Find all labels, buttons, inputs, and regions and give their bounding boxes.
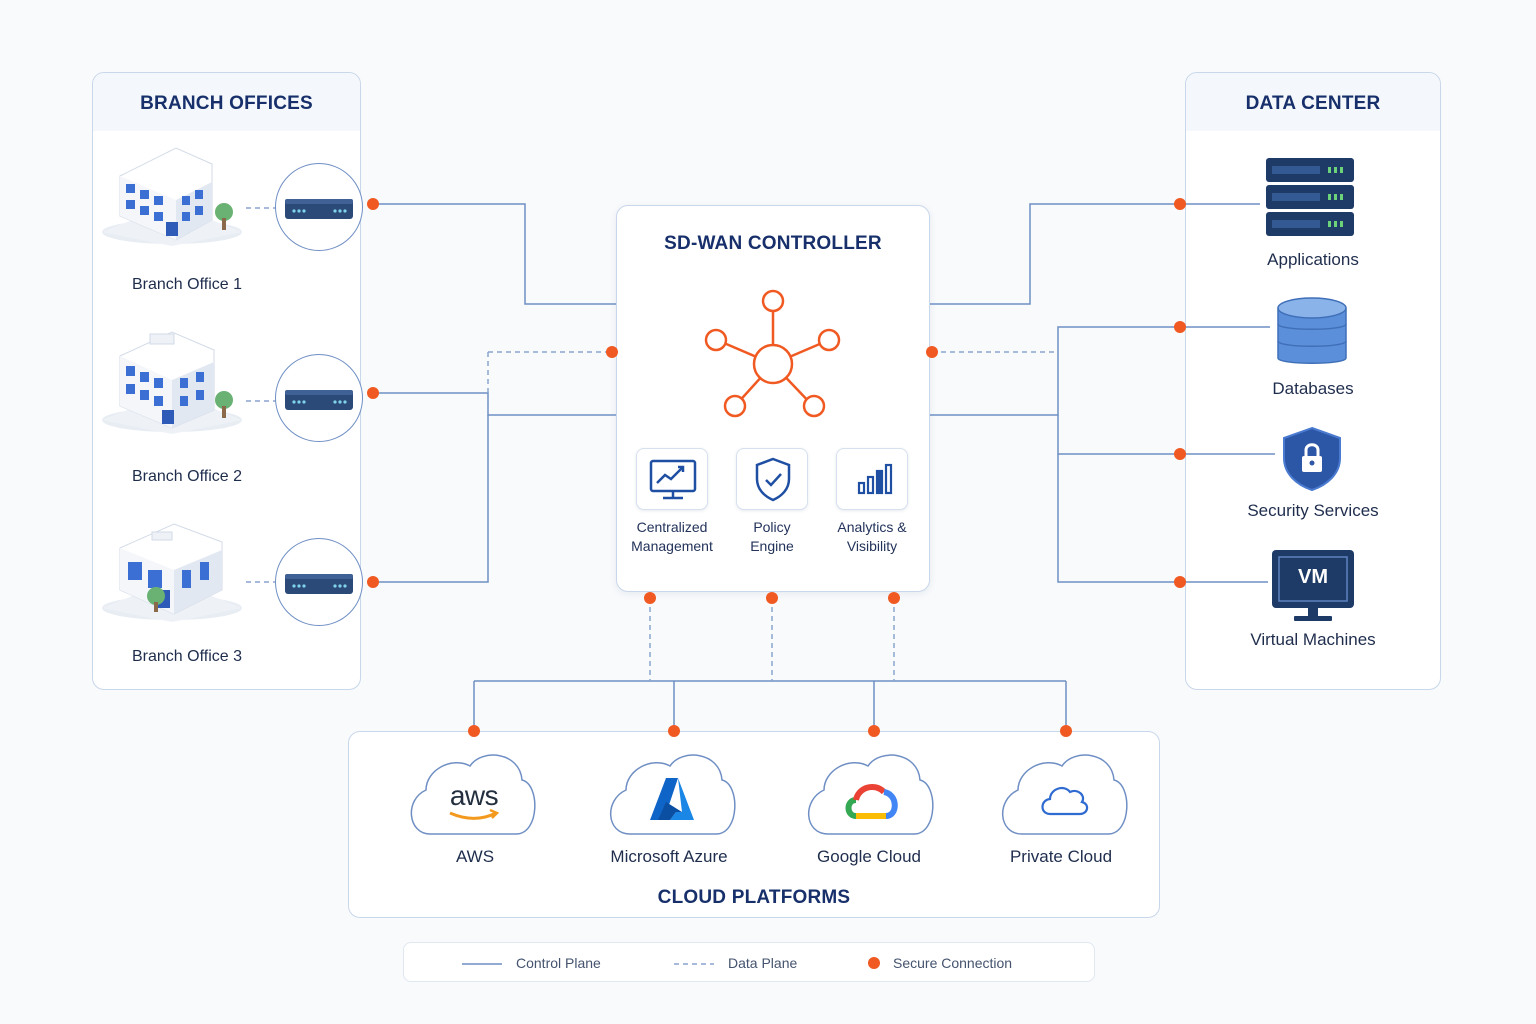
secure-dot xyxy=(1174,321,1186,333)
branch-panel-title: BRANCH OFFICES xyxy=(140,93,313,114)
secure-dot xyxy=(766,592,778,604)
monitor-chart-icon xyxy=(649,459,697,500)
legend-solid-line-icon xyxy=(462,963,502,965)
aws-logo-text: aws xyxy=(449,780,499,811)
google-cloud-logo-icon xyxy=(845,783,898,819)
cloud-outline-aws xyxy=(410,754,536,835)
control-line-branch-3 xyxy=(373,415,489,583)
secure-dot xyxy=(668,725,680,737)
controller-title: SD-WAN CONTROLLER xyxy=(664,233,882,254)
data-line-branch-to-controller xyxy=(487,351,612,415)
control-line-vm xyxy=(1057,454,1268,583)
secure-dot xyxy=(1174,576,1186,588)
security-lock-icon xyxy=(1283,426,1341,492)
datacenter-panel-header xyxy=(1186,73,1440,131)
secure-dot xyxy=(367,576,379,588)
secure-dot xyxy=(868,725,880,737)
dc-item-label: Applications xyxy=(1267,250,1359,269)
router-icon xyxy=(285,199,353,219)
private-cloud-icon xyxy=(1041,786,1089,816)
vm-text: VM xyxy=(1298,566,1328,588)
azure-logo-icon xyxy=(650,778,694,820)
feature-policy-engine xyxy=(736,448,808,510)
secure-dot xyxy=(1174,448,1186,460)
cloud-platform-label: AWS xyxy=(455,847,495,866)
server-stack-icon xyxy=(1266,158,1354,236)
secure-dot xyxy=(926,346,938,358)
sdwan-controller-panel: SD-WAN CONTROLLER xyxy=(616,205,930,592)
dc-item-label: Virtual Machines xyxy=(1250,630,1376,649)
router-icon xyxy=(285,574,353,594)
network-hub-icon xyxy=(704,289,841,418)
database-icon xyxy=(1277,297,1347,364)
control-line-branch-2 xyxy=(373,392,616,416)
secure-dot xyxy=(644,592,656,604)
cloud-outline-google xyxy=(808,754,934,835)
router-circle xyxy=(275,163,363,251)
control-line-databases xyxy=(930,326,1270,416)
branch-office-label: Branch Office 3 xyxy=(132,648,242,665)
legend-secure-dot-icon xyxy=(868,957,880,969)
router-icon xyxy=(285,390,353,410)
branch-office-label: Branch Office 1 xyxy=(132,276,242,293)
cloud-panel-title: CLOUD PLATFORMS xyxy=(657,887,851,908)
dc-item-label: Databases xyxy=(1272,379,1354,398)
secure-dot xyxy=(468,725,480,737)
control-line-branch-1 xyxy=(373,203,616,305)
cloud-platform-label: Private Cloud xyxy=(1009,847,1113,866)
dc-item-label: Security Services xyxy=(1247,501,1379,520)
cloud-platform-label: Microsoft Azure xyxy=(610,847,728,866)
vm-monitor-icon: VM xyxy=(1270,548,1356,624)
shield-check-icon xyxy=(755,457,791,502)
secure-dot xyxy=(1174,198,1186,210)
building-icon xyxy=(102,331,242,434)
legend-secure-connection: Secure Connection xyxy=(893,955,1013,971)
legend-control-plane: Control Plane xyxy=(516,955,601,971)
cloud-platform-label: Google Cloud xyxy=(817,847,921,866)
cloud-outline-azure xyxy=(610,754,736,835)
router-circle xyxy=(275,538,363,626)
legend-dashed-line-icon xyxy=(674,963,714,965)
secure-dot xyxy=(606,346,618,358)
secure-dot xyxy=(367,387,379,399)
branch-panel-header xyxy=(93,73,360,131)
datacenter-panel-title: DATA CENTER xyxy=(1245,93,1381,114)
feature-analytics-visibility xyxy=(836,448,908,510)
bar-chart-icon xyxy=(857,463,893,495)
building-icon xyxy=(102,523,242,622)
feature-centralized-management xyxy=(636,448,708,510)
aws-logo-icon: aws xyxy=(436,780,512,824)
legend: Control Plane Data Plane Secure Connecti… xyxy=(403,942,1095,982)
legend-data-plane: Data Plane xyxy=(728,955,798,971)
router-circle xyxy=(275,354,363,442)
secure-dot xyxy=(367,198,379,210)
secure-dot xyxy=(888,592,900,604)
building-icon xyxy=(102,147,242,246)
cloud-outline-private xyxy=(1002,754,1128,835)
secure-dot xyxy=(1060,725,1072,737)
feature-label-analytics-visibility: Analytics &Visibility xyxy=(837,519,907,554)
control-line-applications xyxy=(930,203,1260,305)
branch-office-label: Branch Office 2 xyxy=(132,468,242,485)
